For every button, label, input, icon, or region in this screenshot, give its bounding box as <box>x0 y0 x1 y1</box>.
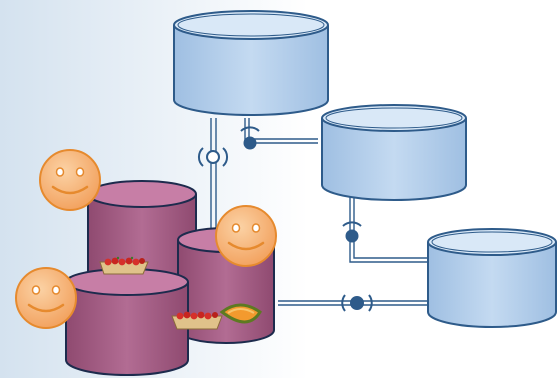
service-db-top <box>173 10 329 116</box>
lollipop-interface-icon <box>342 221 362 243</box>
legacy-db-front-left <box>65 268 189 376</box>
service-db-right <box>427 228 557 328</box>
smiley-face-icon <box>39 149 101 211</box>
service-db-middle <box>321 104 467 201</box>
legacy-db-back <box>87 180 197 290</box>
smiley-face-icon <box>215 205 277 267</box>
tomato-tray-icon <box>171 311 223 330</box>
lollipop-interface-icon <box>197 147 229 167</box>
lollipop-interface-icon <box>341 294 373 312</box>
lollipop-interface-icon <box>240 126 260 150</box>
melon-slice-icon <box>219 303 263 324</box>
smiley-face-icon <box>15 267 77 329</box>
tomato-tray-icon <box>99 256 149 275</box>
